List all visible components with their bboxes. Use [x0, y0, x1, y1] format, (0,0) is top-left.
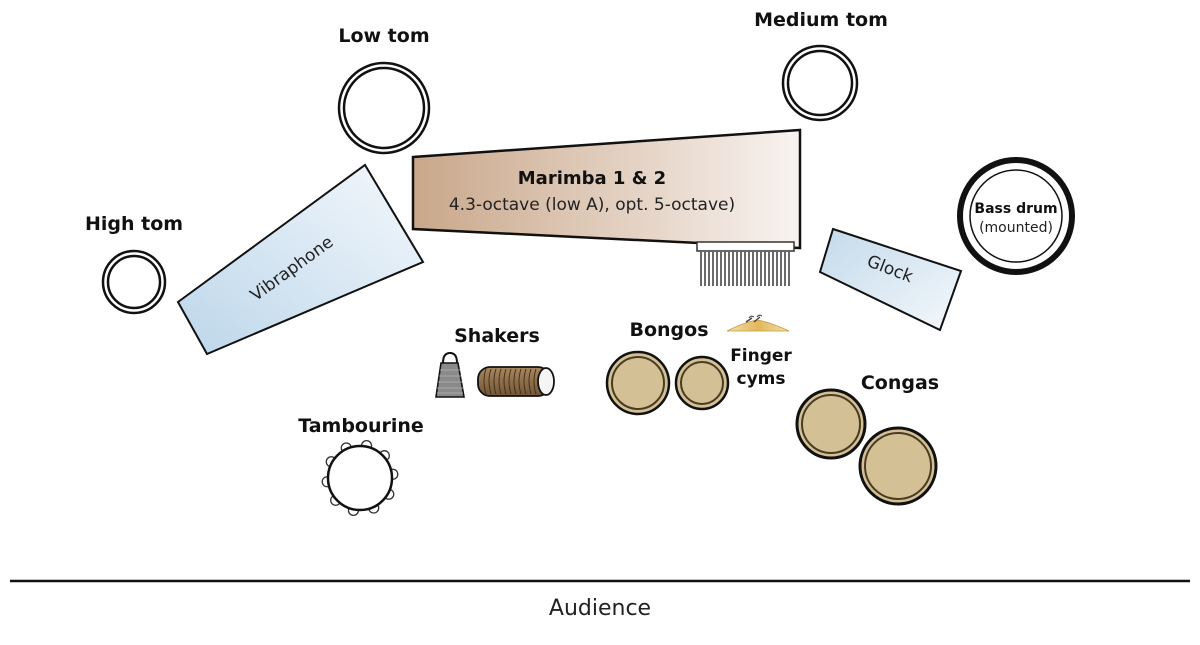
marimba: Marimba 1 & 2 4.3-octave (low A), opt. 5… [411, 128, 802, 286]
shaker-rib [518, 368, 522, 395]
conga-lower [858, 426, 938, 506]
audience-label: Audience [549, 596, 651, 621]
high-tom-head [106, 254, 162, 310]
cowbell-shaker-icon [435, 351, 465, 398]
conga-upper [795, 388, 867, 460]
shaker-rib [498, 368, 502, 395]
shakers: Shakers [435, 325, 555, 398]
marimba-resonator-rack [696, 241, 795, 286]
bongo-small [674, 355, 730, 411]
low-tom-label: Low tom [338, 25, 429, 47]
medium-tom-head [786, 49, 854, 117]
shaker-rib [493, 368, 497, 395]
high-tom-label: High tom [85, 213, 183, 235]
tambourine-head [326, 444, 394, 512]
shaker-rib [513, 368, 517, 395]
audience-area: Audience [10, 579, 1190, 621]
finger-cymbals: Finger cyms [726, 314, 792, 389]
finger-cymbals-label-line1: Finger [730, 346, 792, 366]
shaker-rib [533, 368, 537, 395]
tambourine-label: Tambourine [298, 415, 424, 437]
congas-label: Congas [861, 372, 939, 394]
marimba-label: Marimba 1 & 2 [518, 168, 666, 189]
glock: Glock [818, 227, 963, 332]
shaker-rib [523, 368, 527, 395]
tube-shaker-icon [477, 366, 555, 397]
bass-drum-sublabel: (mounted) [979, 220, 1053, 236]
glock-body [818, 227, 963, 332]
marimba-body [411, 128, 802, 250]
low-tom-head [342, 66, 426, 150]
shaker-rib [488, 368, 492, 395]
bass-drum: Bass drum (mounted) [957, 157, 1075, 275]
low-tom: Low tom [337, 25, 431, 155]
shaker-rib [503, 368, 507, 395]
medium-tom-label: Medium tom [754, 9, 888, 31]
high-tom: High tom [85, 213, 183, 315]
congas: Congas [795, 372, 939, 506]
bongo-large [605, 350, 671, 416]
bass-drum-head [969, 169, 1063, 263]
bongos: Bongos [605, 319, 730, 416]
shakers-label: Shakers [454, 325, 540, 347]
marimba-rail [696, 241, 795, 252]
shaker-rib [508, 368, 512, 395]
vibraphone-body [176, 163, 425, 356]
bass-drum-label: Bass drum [974, 201, 1057, 217]
bongos-label: Bongos [629, 319, 708, 341]
finger-cymbals-label-line2: cyms [737, 369, 786, 389]
shaker-rib [483, 368, 487, 395]
finger-cymbals-icon [726, 314, 790, 332]
tambourine: Tambourine [298, 415, 424, 516]
marimba-sublabel: 4.3-octave (low A), opt. 5-octave) [449, 195, 735, 215]
vibraphone: Vibraphone [176, 163, 425, 356]
shaker-rib [528, 368, 532, 395]
marimba-resonators [700, 252, 790, 286]
medium-tom: Medium tom [754, 9, 888, 122]
